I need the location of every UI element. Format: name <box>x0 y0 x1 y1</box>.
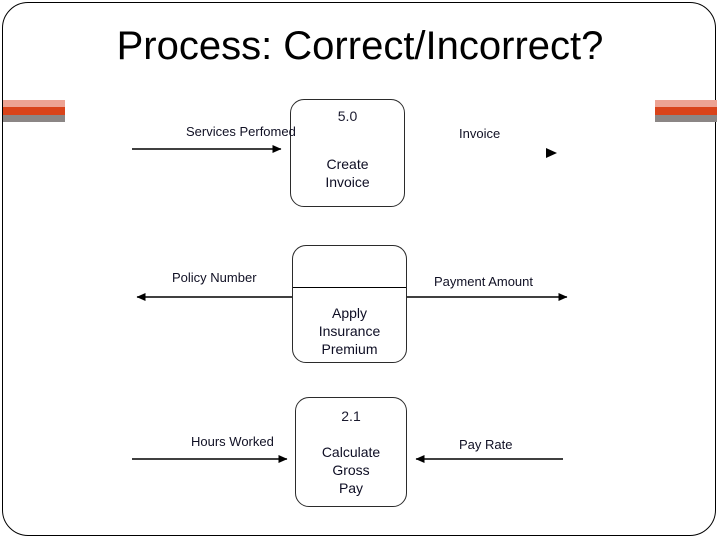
process-box-create-invoice[interactable]: 5.0 Create Invoice <box>290 99 405 207</box>
decorative-stripe-bottom <box>655 115 717 122</box>
process-name-line: Pay <box>338 480 364 496</box>
process-box-apply-insurance-premium[interactable]: Apply Insurance Premium <box>292 245 407 363</box>
process-name-line: Create <box>326 156 369 172</box>
flow-arrowhead-invoice <box>546 148 557 158</box>
page-title: Process: Correct/Incorrect? <box>116 24 604 68</box>
process-number: 2.1 <box>341 408 361 424</box>
decorative-stripe-middle <box>3 107 65 115</box>
decorative-stripe-middle <box>655 107 717 115</box>
decorative-stripe-bottom <box>3 115 65 122</box>
process-name: Create Invoice <box>291 155 404 191</box>
flow-label-policy-number: Policy Number <box>172 270 257 285</box>
flow-label-payment-amount: Payment Amount <box>434 274 533 289</box>
flow-label-invoice: Invoice <box>459 126 501 141</box>
process-name-line: Insurance <box>318 323 381 339</box>
process-box-calculate-gross-pay[interactable]: 2.1 Calculate Gross Pay <box>295 397 407 507</box>
process-name-line: Gross <box>332 462 370 478</box>
process-name-line: Apply <box>331 305 368 321</box>
flow-label-pay-rate: Pay Rate <box>459 437 513 452</box>
process-name: Calculate Gross Pay <box>296 443 406 497</box>
process-name: Apply Insurance Premium <box>293 304 406 358</box>
process-name-line: Premium <box>321 341 378 357</box>
process-name-line: Calculate <box>321 444 381 460</box>
decorative-bar-left <box>3 100 65 122</box>
process-number: 5.0 <box>337 108 358 124</box>
flow-label-services-performed: Services Perfomed <box>186 124 296 139</box>
flow-label-hours-worked: Hours Worked <box>191 434 274 449</box>
decorative-bar-right <box>655 100 717 122</box>
process-name-line: Invoice <box>325 174 370 190</box>
process-divider-line <box>293 287 406 288</box>
decorative-stripe-top <box>3 100 65 107</box>
decorative-stripe-top <box>655 100 717 107</box>
